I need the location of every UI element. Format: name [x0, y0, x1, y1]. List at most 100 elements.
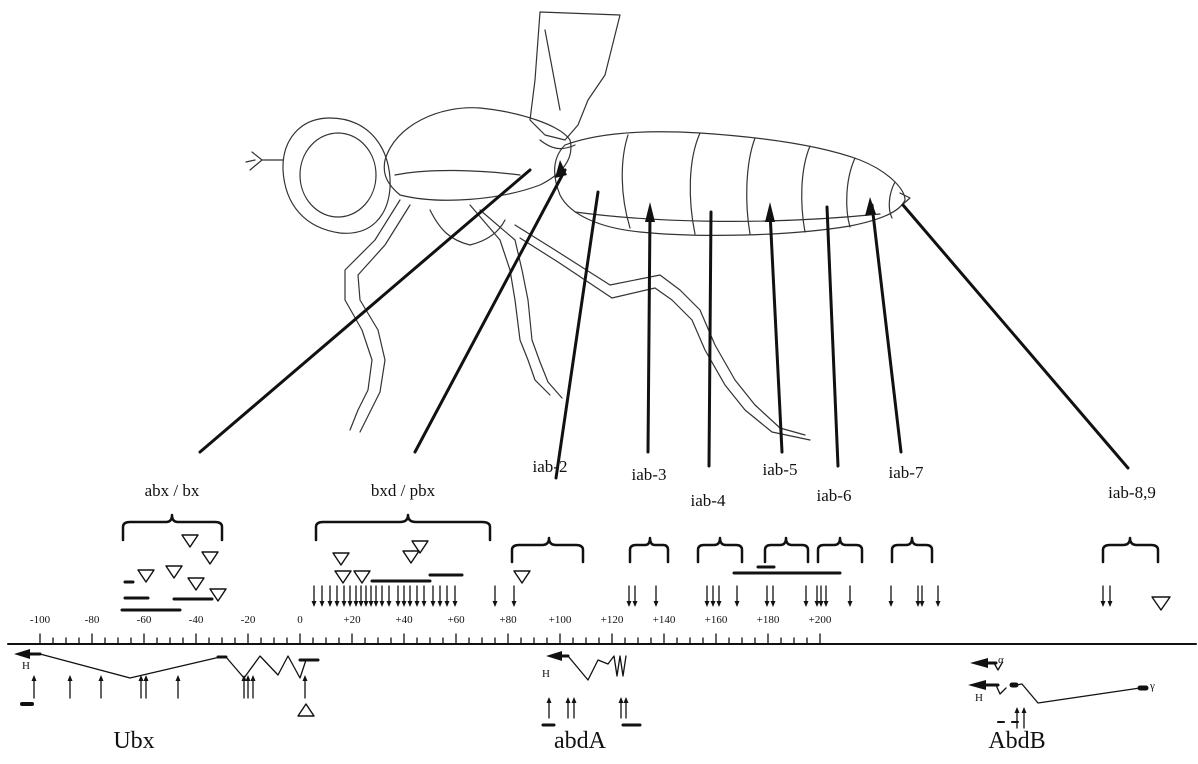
- axis-tick-label: -40: [189, 614, 204, 626]
- down-arrow-head: [493, 601, 498, 607]
- ubx-transcript: [14, 649, 318, 704]
- fly-eye: [300, 133, 376, 217]
- down-arrow-head: [771, 601, 776, 607]
- down-arrow-head: [396, 601, 401, 607]
- down-arrow-head: [354, 601, 359, 607]
- up-arrow-head: [144, 675, 149, 681]
- down-arrow-head: [445, 601, 450, 607]
- down-arrow-head: [936, 601, 941, 607]
- down-arrow-head: [1101, 601, 1106, 607]
- abdb-transcripts: [968, 658, 1146, 722]
- axis-tick-label: +20: [343, 614, 360, 626]
- down-arrow-head: [765, 601, 770, 607]
- up-arrow-head: [32, 675, 37, 681]
- region-label-iab-7: iab-7: [889, 463, 924, 483]
- axis-tick-label: +100: [549, 614, 572, 626]
- down-arrow-head: [819, 601, 824, 607]
- down-arrow-head: [1108, 601, 1113, 607]
- down-arrow-head: [735, 601, 740, 607]
- region-label-bxd-pbx: bxd / pbx: [371, 481, 435, 501]
- axis-tick-label: -20: [241, 614, 256, 626]
- fly-leg-3: [515, 225, 805, 435]
- down-arrow-head: [312, 601, 317, 607]
- down-arrow-head: [717, 601, 722, 607]
- down-arrow-head: [627, 601, 632, 607]
- up-arrow-head: [176, 675, 181, 681]
- down-arrow-head: [374, 601, 379, 607]
- up-arrow-head: [624, 697, 629, 703]
- up-arrow-head: [251, 675, 256, 681]
- region-label-iab-3: iab-3: [632, 465, 667, 485]
- up-arrow-head: [1015, 707, 1020, 713]
- axis-tick-label: +180: [757, 614, 780, 626]
- region-label-abx-bx: abx / bx: [145, 481, 200, 501]
- axis-tick-label: +140: [653, 614, 676, 626]
- axis-tick-label: +120: [601, 614, 624, 626]
- axis-tick-label: -100: [30, 614, 50, 626]
- fly-thorax: [384, 108, 571, 200]
- abdb-alpha-mark: α: [998, 654, 1004, 666]
- ubx-h-mark: H: [22, 660, 30, 672]
- abda-h-mark: H: [542, 668, 550, 680]
- region-label-iab-5: iab-5: [763, 460, 798, 480]
- down-arrow-head: [512, 601, 517, 607]
- gene-label-ubx: Ubx: [113, 728, 154, 755]
- fly-wing: [530, 12, 620, 140]
- region-brackets: [123, 515, 1158, 562]
- down-arrow-head: [335, 601, 340, 607]
- down-arrow-head: [633, 601, 638, 607]
- axis-tick-label: +80: [499, 614, 516, 626]
- axis-tick-label: -80: [85, 614, 100, 626]
- abdb-h-mark: H: [975, 692, 983, 704]
- up-arrow-head: [619, 697, 624, 703]
- down-arrow-head: [359, 601, 364, 607]
- down-arrow-head: [328, 601, 333, 607]
- fly-abdomen: [555, 132, 905, 236]
- down-arrow-head: [380, 601, 385, 607]
- gene-label-abdb: AbdB: [988, 728, 1045, 755]
- down-arrow-head: [920, 601, 925, 607]
- down-arrow-head: [348, 601, 353, 607]
- up-arrow-head: [1022, 707, 1027, 713]
- down-arrow-head: [387, 601, 392, 607]
- fly-leg-2: [470, 205, 550, 395]
- up-arrow-head: [99, 675, 104, 681]
- region-label-iab-8-9: iab-8,9: [1108, 483, 1156, 503]
- up-arrow-head: [303, 675, 308, 681]
- down-arrow-head: [415, 601, 420, 607]
- axis-tick-label: 0: [297, 614, 303, 626]
- axis-tick-label: +200: [809, 614, 832, 626]
- abdb-gamma-mark: γ: [1150, 680, 1155, 692]
- down-arrow-head: [916, 601, 921, 607]
- pointer-lines: [200, 170, 1128, 478]
- axis-tick-label: -60: [137, 614, 152, 626]
- region-label-iab-6: iab-6: [817, 486, 852, 506]
- up-arrow-head: [572, 697, 577, 703]
- up-arrow-head: [68, 675, 73, 681]
- deletion-bars: [122, 567, 840, 610]
- down-arrow-head: [342, 601, 347, 607]
- down-arrow-head: [705, 601, 710, 607]
- down-arrow-head: [848, 601, 853, 607]
- down-arrow-head: [422, 601, 427, 607]
- down-arrow-head: [889, 601, 894, 607]
- breakpoint-arrows-down: [312, 586, 1113, 607]
- down-arrow-head: [711, 601, 716, 607]
- down-arrow-head: [408, 601, 413, 607]
- map-axis: [8, 634, 1196, 644]
- down-arrow-head: [402, 601, 407, 607]
- down-arrow-head: [824, 601, 829, 607]
- up-arrow-head: [547, 697, 552, 703]
- region-label-iab-4: iab-4: [691, 491, 726, 511]
- axis-tick-label: +40: [395, 614, 412, 626]
- axis-tick-label: +60: [447, 614, 464, 626]
- down-arrow-head: [364, 601, 369, 607]
- fly-illustration: [246, 12, 910, 440]
- breakpoint-arrows-up: [32, 675, 1027, 728]
- region-label-iab-2: iab-2: [533, 457, 568, 477]
- down-arrow-head: [804, 601, 809, 607]
- down-arrow-head: [453, 601, 458, 607]
- up-arrow-head: [566, 697, 571, 703]
- fly-head: [283, 118, 390, 233]
